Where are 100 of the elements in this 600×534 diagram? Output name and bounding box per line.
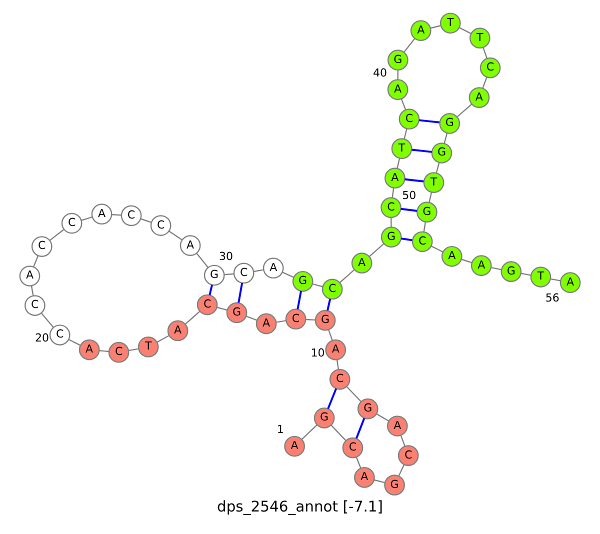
node-circle: T (530, 266, 552, 288)
connector (49, 229, 64, 241)
node-circle: C (49, 324, 70, 346)
node-label: 56 (545, 291, 560, 304)
connector (224, 273, 234, 276)
connector (81, 216, 92, 221)
connector (404, 38, 416, 52)
connector (520, 272, 532, 276)
node-circle: A (384, 168, 406, 189)
connector (400, 98, 406, 110)
node-circle: C (285, 308, 306, 330)
connector (374, 479, 386, 484)
connector (355, 418, 366, 439)
node-circle: G (314, 408, 335, 428)
connector (168, 230, 182, 240)
node-circle: C (61, 212, 82, 234)
connector (30, 286, 34, 296)
connector (482, 47, 488, 58)
connector (140, 218, 152, 223)
connector (326, 298, 332, 311)
connector (482, 77, 488, 89)
node-circle: A (560, 272, 581, 294)
connector (330, 424, 346, 442)
connector (128, 348, 138, 352)
node-circle: G (500, 261, 522, 282)
connector (216, 306, 228, 311)
connector (185, 310, 200, 324)
node-circle: G (314, 310, 336, 331)
connector (282, 272, 294, 278)
connector (431, 246, 444, 252)
connector (392, 188, 394, 198)
connector (306, 318, 316, 321)
connector (436, 162, 440, 173)
connector (444, 133, 448, 144)
node-circle: C (196, 294, 218, 316)
node-circle: A (180, 235, 201, 256)
connector (401, 238, 412, 242)
connector (491, 266, 502, 270)
node-circle: A (468, 87, 490, 108)
connector (301, 424, 318, 440)
connector (404, 178, 424, 182)
connector (430, 25, 441, 29)
connector (99, 350, 109, 352)
node-circle: A (325, 339, 346, 360)
connector (33, 255, 39, 267)
node-label: 30 (218, 250, 234, 263)
node-circle: C (480, 57, 501, 78)
connector (238, 282, 244, 303)
node-circle: A (351, 252, 372, 274)
connector (112, 214, 122, 216)
node-label: 10 (310, 346, 325, 360)
node-circle: G (439, 113, 460, 134)
node-circle: A (262, 258, 284, 279)
node-label: 1 (276, 422, 284, 436)
node-label: 20 (34, 331, 50, 344)
connector (254, 269, 264, 272)
node-circle: C (412, 231, 433, 252)
connector (208, 284, 213, 296)
node-circle: T (423, 172, 444, 193)
caption: dps_2546_annot [-7.1] (216, 498, 384, 516)
connector (423, 222, 426, 232)
node-circle: A (78, 339, 100, 360)
node-circle: C (31, 236, 52, 257)
connector (339, 270, 354, 284)
node-circle: C (233, 262, 254, 284)
node-circle: C (398, 445, 419, 466)
node-circle: C (322, 278, 343, 300)
connector (327, 388, 338, 410)
node-circle: A (387, 79, 408, 100)
connector (400, 208, 418, 212)
connector (459, 27, 472, 34)
connector (40, 312, 54, 328)
connector (418, 119, 440, 124)
node-circle: G (431, 142, 452, 164)
node-circle: G (292, 270, 314, 292)
connector (404, 128, 408, 140)
node-circle: G (380, 226, 402, 248)
node-circle: C (108, 342, 130, 363)
node-circle: C (380, 197, 402, 218)
node-circle: A (91, 204, 112, 225)
connector (550, 278, 561, 282)
node-circle: A (470, 255, 492, 276)
connector (457, 104, 472, 118)
connector (312, 283, 323, 288)
node-circle: C (398, 108, 420, 130)
node-circle: T (391, 138, 412, 160)
connector (376, 413, 389, 422)
node-circle: G (384, 474, 405, 496)
node-label: 50 (402, 188, 416, 202)
node-circle: A (167, 320, 188, 342)
connector (68, 338, 81, 346)
connector (356, 456, 362, 468)
connector (390, 218, 392, 228)
node-circle: A (256, 313, 277, 334)
node-circle: T (138, 336, 159, 358)
node-circle: C (120, 205, 142, 226)
node-circle: G (387, 50, 408, 71)
connector (397, 70, 398, 80)
node-circle: A (386, 416, 408, 436)
node-circle: T (469, 28, 490, 49)
